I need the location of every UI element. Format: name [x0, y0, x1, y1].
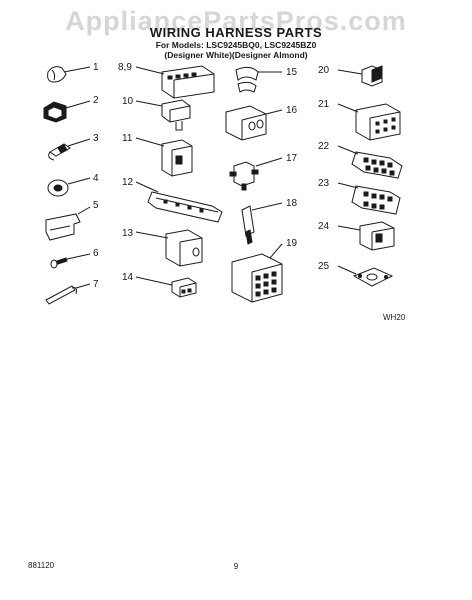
part-16[interactable] [225, 105, 283, 141]
part-18[interactable] [241, 202, 283, 245]
part-5[interactable] [45, 206, 91, 241]
part-8-9[interactable] [135, 65, 215, 99]
callout-12: 12 [122, 177, 134, 188]
part-17[interactable] [229, 157, 283, 191]
part-25[interactable] [337, 265, 394, 287]
part-11[interactable] [135, 137, 193, 177]
callout-15: 15 [286, 67, 298, 78]
models-line: For Models: LSC9245BQ0, LSC9245BZ0 [155, 40, 317, 50]
part-4[interactable] [47, 177, 91, 197]
part-6[interactable] [50, 253, 91, 269]
part-1[interactable] [47, 66, 91, 83]
callout-19: 19 [286, 238, 298, 249]
part-23[interactable] [337, 182, 401, 215]
callout-21: 21 [318, 99, 330, 110]
callout-5: 5 [93, 200, 99, 211]
callout-23: 23 [318, 178, 330, 189]
callout-4: 4 [93, 173, 99, 184]
part-22[interactable] [337, 145, 403, 179]
callout-25: 25 [318, 261, 330, 272]
callout-11: 11 [122, 133, 133, 144]
part-14[interactable] [135, 276, 197, 298]
diagram-code: WH20 [383, 313, 406, 322]
callout-3: 3 [93, 133, 99, 144]
callout-24: 24 [318, 221, 330, 232]
part-12[interactable] [135, 181, 223, 223]
callout-1: 1 [93, 62, 99, 73]
part-10[interactable] [135, 99, 191, 131]
watermark: AppliancePartsPros.com [65, 6, 407, 36]
callout-20: 20 [318, 65, 330, 76]
part-20[interactable] [337, 65, 383, 87]
footer-code: 881120 [28, 561, 55, 570]
part-21[interactable] [337, 103, 401, 141]
page-title: WIRING HARNESS PARTS [149, 25, 323, 40]
part-13[interactable] [135, 229, 203, 267]
colors-line: (Designer White)(Designer Almond) [164, 50, 308, 60]
part-15[interactable] [235, 66, 282, 93]
part-19[interactable] [231, 243, 283, 303]
part-3[interactable] [48, 138, 91, 161]
callout-14: 14 [122, 272, 134, 283]
page-number: 9 [233, 562, 239, 571]
part-24[interactable] [337, 221, 395, 251]
callout-13: 13 [122, 228, 134, 239]
callout-2: 2 [93, 95, 99, 106]
part-2[interactable] [43, 100, 91, 123]
callout-7: 7 [93, 279, 99, 290]
part-7[interactable] [45, 283, 91, 305]
callout-17: 17 [286, 153, 298, 164]
callout-22: 22 [318, 141, 330, 152]
callout-6: 6 [93, 248, 99, 259]
callout-16: 16 [286, 105, 298, 116]
callout-10: 10 [122, 96, 134, 107]
callout-8-9: 8,9 [118, 62, 132, 73]
callout-18: 18 [286, 198, 298, 209]
